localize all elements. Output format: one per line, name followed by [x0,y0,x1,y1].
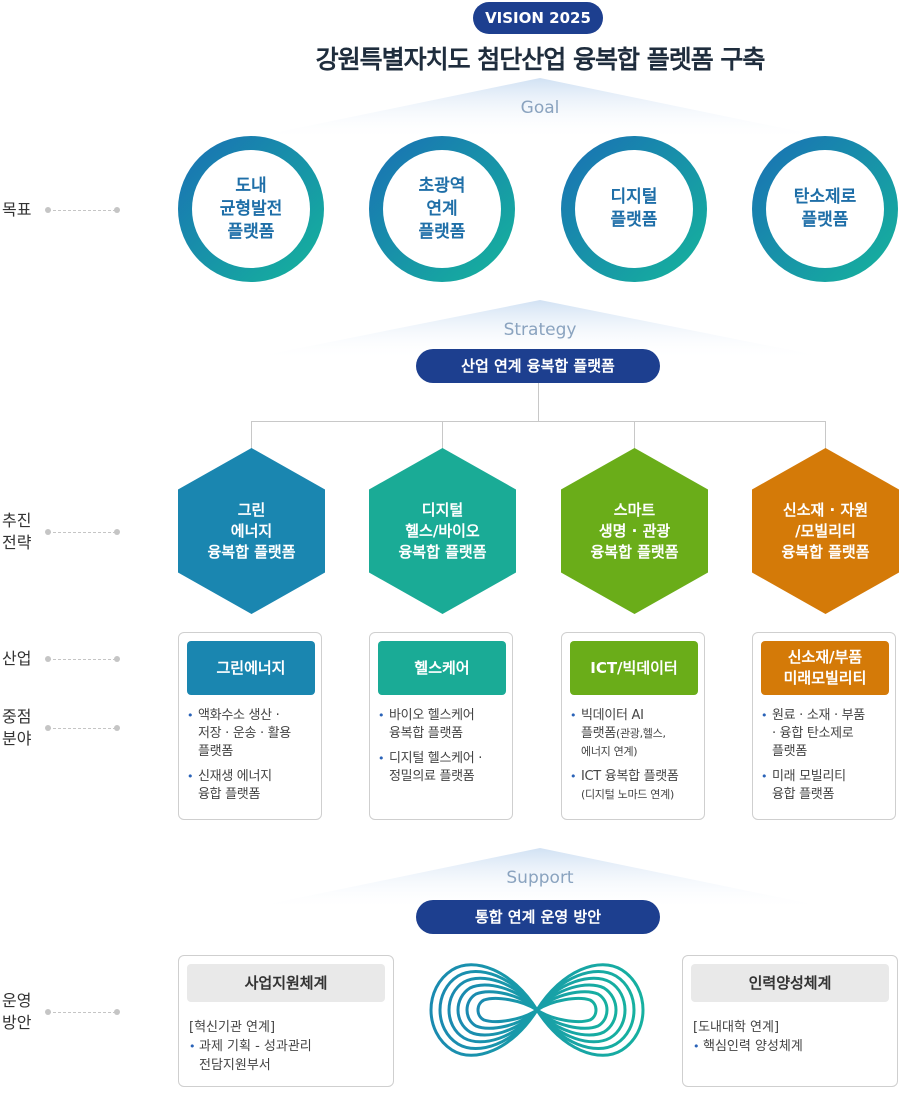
support-hub-pill: 통합 연계 운영 방안 [416,900,660,934]
goal-circle-digital: 디지털 플랫폼 [561,136,707,282]
row-label-strategy: 추진 전략 [2,511,32,552]
infinity-icon [429,963,645,1057]
operation-box-talent: 인력양성체계 [도내대학 연계] 핵심인력 양성체계 [682,955,898,1087]
list-item: 신재생 에너지 융합 플랫폼 [187,768,317,804]
industry-list: 빅데이터 AI 플랫폼(관광,헬스, 에너지 연계) ICT 융복합 플랫폼 (… [570,707,700,811]
strategy-section-label: Strategy [503,320,577,340]
row-label-industry: 산업 [2,649,32,668]
list-item: 미래 모빌리티 융합 플랫폼 [761,768,891,804]
item-main: 빅데이터 AI 플랫폼 [581,708,644,741]
item-sub: (디지털 노마드 연계) [581,788,674,801]
strategy-beam [240,300,840,360]
industry-box-ict: ICT/빅데이터 빅데이터 AI 플랫폼(관광,헬스, 에너지 연계) ICT … [561,632,705,820]
support-beam [240,848,840,910]
industry-title: 신소재/부품 미래모빌리티 [761,641,889,695]
strategy-hub-pill: 산업 연계 융복합 플랫폼 [416,349,660,383]
leader-dot [45,529,51,535]
industry-list: 원료 · 소재 · 부품 · 융합 탄소제로 플랫폼 미래 모빌리티 융합 플랫… [761,707,891,811]
strategy-label: 스마트 생명 · 관광 융복합 플랫폼 [590,500,679,561]
leader-dot [114,529,120,535]
connector-drop [442,421,443,451]
connector-drop [825,421,826,451]
industry-box-healthcare: 헬스케어 바이오 헬스케어 융복합 플랫폼 디지털 헬스케어 · 정밀의료 플랫… [369,632,513,820]
industry-list: 액화수소 생산 · 저장 · 운송 · 활용 플랫폼 신재생 에너지 융합 플랫… [187,707,317,811]
list-item: 디지털 헬스케어 · 정밀의료 플랫폼 [378,750,508,786]
operation-text: [혁신기관 연계] 과제 기획 - 성과관리 전담지원부서 [189,1018,312,1075]
list-item: 액화수소 생산 · 저장 · 운송 · 활용 플랫폼 [187,707,317,761]
connector-drop [634,421,635,451]
leader-focus [48,728,116,729]
list-item: ICT 융복합 플랫폼 (디지털 노마드 연계) [570,768,700,804]
leader-dot [114,1009,120,1015]
goal-section-label: Goal [520,98,560,118]
page-title: 강원특별자치도 첨단산업 융복합 플렛폼 구축 [315,45,766,74]
operation-heading: [혁신기관 연계] [189,1020,276,1035]
connector-trunk [538,383,539,421]
goal-circle-carbon-zero: 탄소제로 플랫폼 [752,136,898,282]
leader-industry [48,659,116,660]
leader-dot [114,725,120,731]
operation-box-business-support: 사업지원체계 [혁신기관 연계] 과제 기획 - 성과관리 전담지원부서 [178,955,394,1087]
industry-title: 헬스케어 [378,641,506,695]
leader-dot [45,656,51,662]
row-label-goal: 목표 [2,200,32,219]
leader-dot [114,656,120,662]
item-sub: (관광,헬스, 에너지 연계) [581,727,666,758]
item-main: ICT 융복합 플랫폼 [581,769,679,784]
leader-dot [114,207,120,213]
goal-label: 디지털 플랫폼 [610,187,658,230]
operation-title: 인력양성체계 [691,964,889,1002]
industry-list: 바이오 헬스케어 융복합 플랫폼 디지털 헬스케어 · 정밀의료 플랫폼 [378,707,508,793]
vision-badge: VISION 2025 [473,2,603,34]
industry-title: ICT/빅데이터 [570,641,698,695]
operation-heading: [도내대학 연계] [693,1020,780,1035]
operation-item: 과제 기획 - 성과관리 전담지원부서 [189,1037,312,1075]
list-item: 빅데이터 AI 플랫폼(관광,헬스, 에너지 연계) [570,707,700,761]
strategy-label: 디지털 헬스/바이오 융복합 플랫폼 [398,500,487,561]
operation-text: [도내대학 연계] 핵심인력 양성체계 [693,1018,803,1056]
strategy-label: 신소재 · 자원 /모빌리티 융복합 플랫폼 [781,500,870,561]
goal-beam [240,78,840,140]
leader-dot [45,725,51,731]
leader-operation [48,1012,116,1013]
leader-dot [45,1009,51,1015]
strategy-label: 그린 에너지 융복합 플랫폼 [207,500,296,561]
leader-goal [48,210,116,211]
list-item: 바이오 헬스케어 융복합 플랫폼 [378,707,508,743]
goal-circle-balanced: 도내 균형발전 플랫폼 [178,136,324,282]
industry-box-mobility: 신소재/부품 미래모빌리티 원료 · 소재 · 부품 · 융합 탄소제로 플랫폼… [752,632,896,820]
connector-drop [251,421,252,451]
leader-strategy [48,532,116,533]
goal-circle-regional: 초광역 연계 플랫폼 [369,136,515,282]
connector-bar [251,421,826,422]
goal-label: 탄소제로 플랫폼 [793,187,857,230]
row-label-operation: 운영 방안 [2,991,32,1032]
row-label-focus: 중점 분야 [2,707,32,748]
industry-title: 그린에너지 [187,641,315,695]
list-item: 원료 · 소재 · 부품 · 융합 탄소제로 플랫폼 [761,707,891,761]
operation-title: 사업지원체계 [187,964,385,1002]
leader-dot [45,207,51,213]
industry-box-green-energy: 그린에너지 액화수소 생산 · 저장 · 운송 · 활용 플랫폼 신재생 에너지… [178,632,322,820]
goal-label: 도내 균형발전 플랫폼 [219,175,283,242]
strategy-hex-new-materials: 신소재 · 자원 /모빌리티 융복합 플랫폼 [752,448,899,614]
goal-label: 초광역 연계 플랫폼 [418,175,466,242]
operation-item: 핵심인력 양성체계 [693,1037,803,1056]
support-section-label: Support [506,868,574,888]
